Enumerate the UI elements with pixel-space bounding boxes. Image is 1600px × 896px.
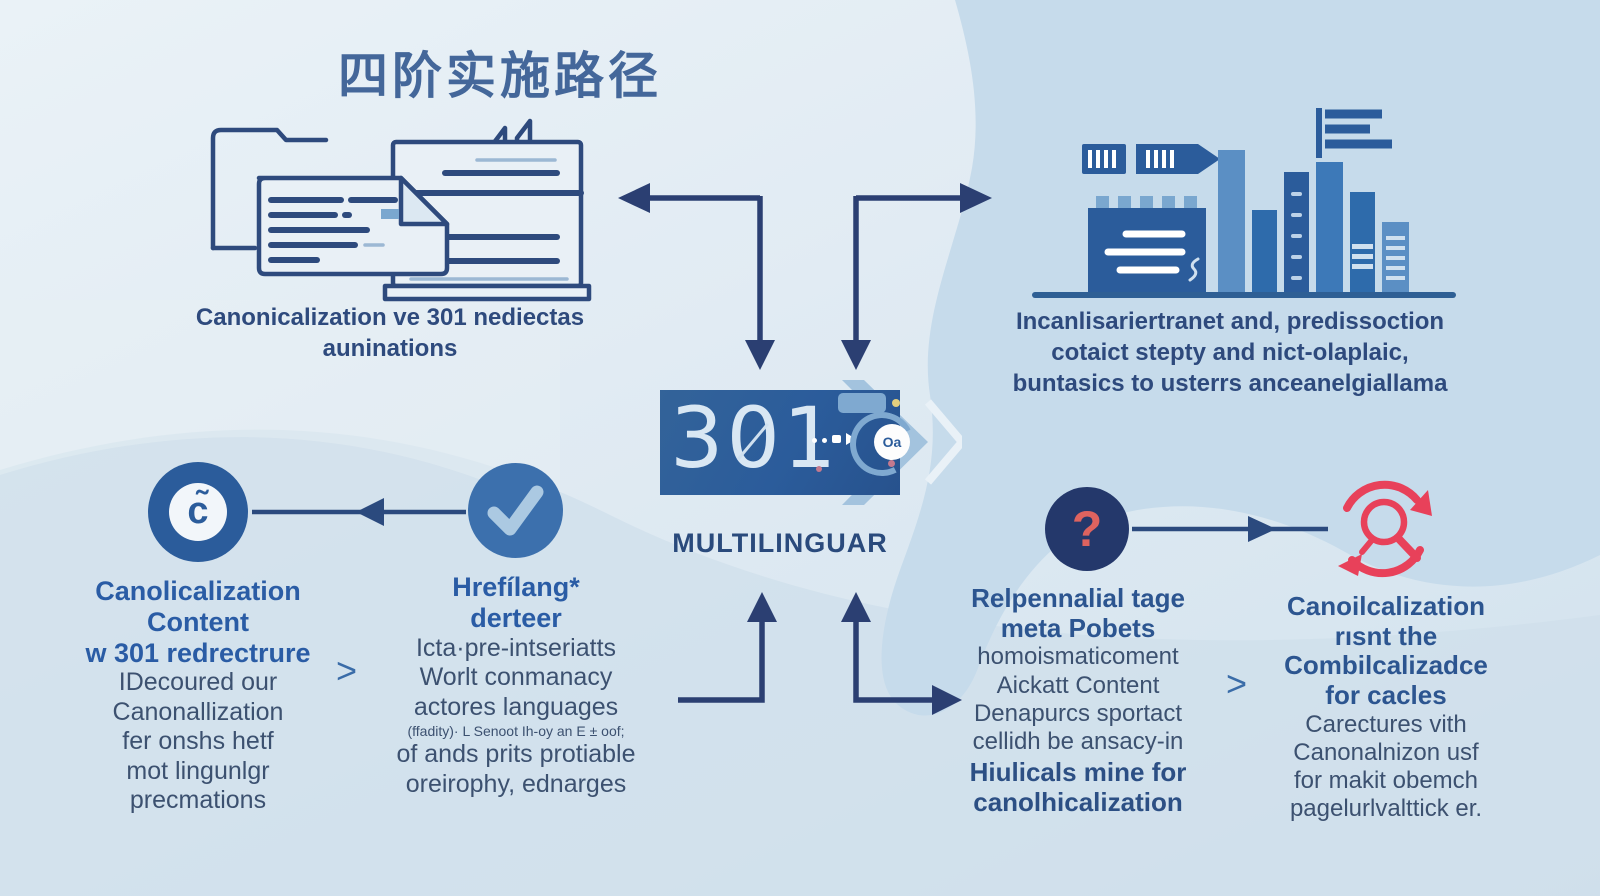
- step1-heading: w 301 redrectrure: [85, 637, 311, 668]
- step4-body: pagelurlvalttick er.: [1289, 795, 1483, 823]
- top-left-caption: Canonicalization ve 301 nediectas aunina…: [150, 302, 630, 364]
- gauge-square: [832, 435, 841, 443]
- camera-shape: [838, 393, 886, 413]
- caption-line: Canonicalization ve 301 nediectas: [195, 304, 585, 331]
- caption-line: Incanlisariertranet and, predissoction: [1015, 308, 1445, 335]
- gauge-dot: [822, 438, 827, 443]
- 301-code: 301: [670, 386, 836, 491]
- step1-body: mot lingunlgr: [126, 756, 270, 785]
- step4-heading: Combilcalizadce: [1284, 650, 1488, 681]
- c-circle-icon: c̃: [148, 462, 248, 562]
- step3-heading: meta Pobets: [1000, 612, 1156, 643]
- caption-line: auninations: [322, 335, 458, 363]
- c-glyph: c̃: [169, 483, 227, 541]
- step1-body: IDecoured our: [118, 668, 278, 697]
- step3-body: homoismaticoment: [977, 643, 1179, 671]
- step2-body: of ands prits protiable: [396, 740, 636, 769]
- caption-line: buntasics to usterrs anceanelgiallama: [1012, 370, 1448, 398]
- step1-heading: Canolicalization: [95, 576, 301, 606]
- checkmark-icon: [468, 463, 563, 558]
- step3-emphasis: canolhicalization: [973, 786, 1183, 817]
- step1-body: precmations: [129, 786, 267, 815]
- camera-dot: [892, 399, 900, 407]
- step2-body: Worlt conmanacy: [419, 663, 613, 692]
- step2-body: oreirophy, ednarges: [405, 769, 627, 798]
- gauge-badge: Oa: [874, 424, 910, 460]
- step4-body: Canonalnizon usf: [1293, 738, 1479, 766]
- folders-documents-illustration: [210, 118, 592, 302]
- step4-column: Canoilcalization rısnt the Combilcalizad…: [1228, 591, 1544, 824]
- 301-redirect-box: 301 Oa: [660, 389, 923, 495]
- bar-chart-illustration: [1032, 108, 1456, 298]
- pink-dot: [816, 466, 822, 472]
- step4-heading: rısnt the: [1334, 620, 1438, 651]
- step1-column: Canolicalization Content w 301 redrectru…: [40, 576, 356, 816]
- sync-search-icon: [1338, 480, 1432, 578]
- step3-column: Relpennalial tage meta Pobets homoismati…: [920, 583, 1236, 817]
- step4-heading: for cacles: [1325, 679, 1447, 710]
- gauge-dot: [812, 438, 817, 443]
- step2-column: Hrefílang* derteer Icta·pre-intseriatts …: [358, 572, 674, 799]
- step2-body: Icta·pre-intseriatts: [415, 633, 617, 662]
- step2-fine-print: (ffadity)· L Senoot Ih-oy an E ± oof;: [407, 723, 625, 740]
- step3-body: Aickatt Content: [996, 671, 1160, 699]
- top-right-caption: Incanlisariertranet and, predissoction c…: [975, 306, 1485, 400]
- multilingual-label: MULTILINGUAR: [672, 528, 888, 558]
- step2-heading: Hrefílang*: [452, 572, 580, 602]
- page-title: 四阶实施路径: [338, 48, 662, 104]
- step4-body: Carectures vith: [1305, 710, 1467, 738]
- step3-body: cellidh be ansacy-in: [972, 728, 1184, 756]
- step1-body: Canonallization: [112, 697, 284, 726]
- step3-emphasis: Hiulicals mine for: [969, 756, 1187, 787]
- step1-body: fer onshs hetf: [122, 727, 274, 756]
- step2-body: actores languages: [413, 692, 619, 721]
- pink-dot: [888, 460, 895, 467]
- step1-heading: Content: [147, 606, 249, 637]
- step4-body: for makit obemch: [1293, 767, 1479, 795]
- step4-heading: Canoilcalization: [1287, 591, 1485, 621]
- step3-body: Denapurcs sportact: [973, 699, 1183, 727]
- checkmark-glyph: [487, 485, 544, 536]
- step2-heading: derteer: [470, 602, 562, 633]
- caption-line: cotaict stepty and nict-olaplaic,: [1051, 339, 1409, 367]
- step3-heading: Relpennalial tage: [971, 583, 1185, 613]
- question-mark-icon: ?: [1045, 487, 1129, 571]
